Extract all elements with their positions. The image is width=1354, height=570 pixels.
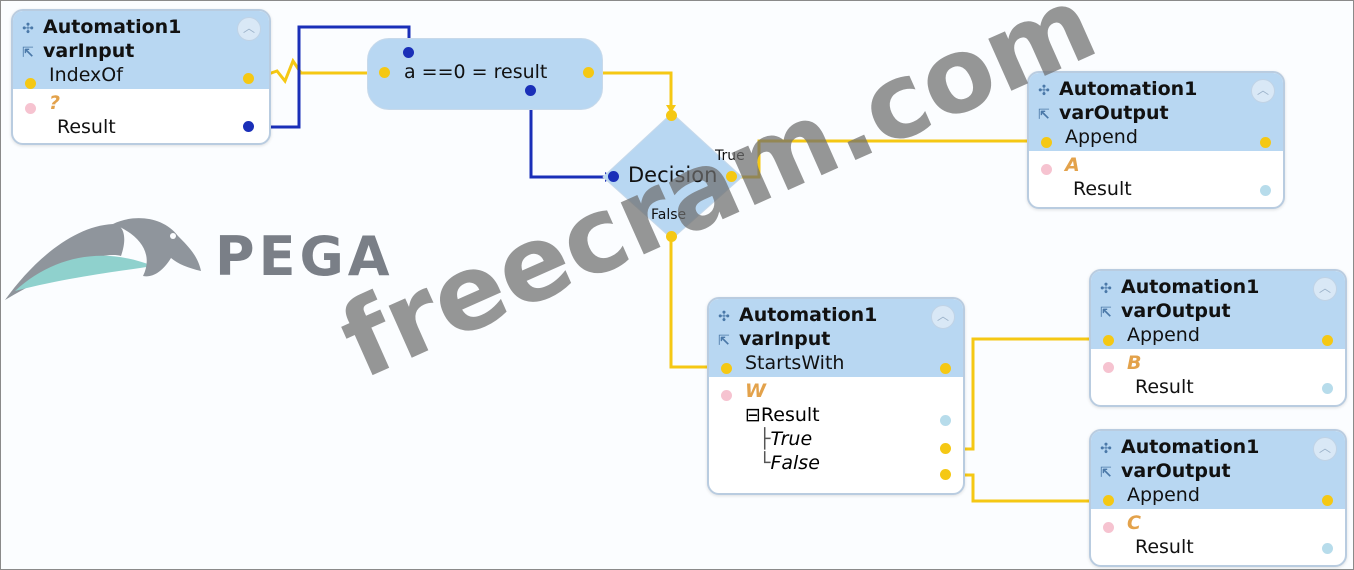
port-expr-in[interactable] xyxy=(379,67,390,78)
node-object: varInput xyxy=(739,328,831,350)
node-varoutput-append-c[interactable]: ✣Automation1 ⇱varOutput Append C Result … xyxy=(1089,429,1347,567)
link-expr-result-to-decision xyxy=(529,91,613,179)
automation-icon: ✣ xyxy=(718,309,730,325)
port-expr-out[interactable] xyxy=(583,67,594,78)
link-false-to-startswith xyxy=(669,237,723,369)
node-method: Append xyxy=(1127,484,1200,506)
chevron-up-icon[interactable]: ︿ xyxy=(237,17,261,41)
port-param-in[interactable] xyxy=(1103,522,1114,533)
node-varoutput-append-a[interactable]: ✣Automation1 ⇱varOutput Append A Result … xyxy=(1027,71,1285,209)
link-falseout-to-output-c xyxy=(945,473,1101,503)
node-object: varOutput xyxy=(1121,460,1231,482)
node-varinput-indexof[interactable]: ✣Automation1 ⇱varInput IndexOf ? Result … xyxy=(11,9,271,145)
port-method-out[interactable] xyxy=(243,73,254,84)
port-decision-in[interactable] xyxy=(666,110,677,121)
link-true-to-output-a xyxy=(731,139,1041,179)
port-method-out[interactable] xyxy=(1322,495,1333,506)
port-method-in[interactable] xyxy=(1041,137,1052,148)
port-method-in[interactable] xyxy=(1103,495,1114,506)
port-method-out[interactable] xyxy=(940,363,951,374)
port-param-in[interactable] xyxy=(25,103,36,114)
chevron-up-icon[interactable]: ︿ xyxy=(1251,79,1275,103)
decision-label: Decision xyxy=(628,163,718,187)
port-param-in[interactable] xyxy=(1103,362,1114,373)
node-object: varOutput xyxy=(1059,102,1169,124)
port-method-in[interactable] xyxy=(721,363,732,374)
result-label: Result xyxy=(1135,536,1194,558)
port-decision-true[interactable] xyxy=(726,171,737,182)
link-trueout-to-output-b xyxy=(945,337,1101,451)
port-false-out[interactable] xyxy=(940,469,951,480)
node-varoutput-append-b[interactable]: ✣Automation1 ⇱varOutput Append B Result … xyxy=(1089,269,1347,407)
port-expr-a-in[interactable] xyxy=(403,47,414,58)
node-method: Append xyxy=(1065,126,1138,148)
expression-text: a ==0 = result xyxy=(404,61,548,83)
port-decision-condition[interactable] xyxy=(608,171,619,182)
variable-icon: ⇱ xyxy=(1038,107,1050,123)
port-expr-result-out[interactable] xyxy=(525,85,536,96)
param-value[interactable]: ? xyxy=(49,92,61,114)
variable-icon: ⇱ xyxy=(22,45,34,61)
port-result-out[interactable] xyxy=(940,415,951,426)
node-title: Automation1 xyxy=(43,16,182,38)
port-result-out[interactable] xyxy=(1322,383,1333,394)
pega-logo-icon xyxy=(5,218,201,300)
port-method-out[interactable] xyxy=(1260,137,1271,148)
result-true-label: True xyxy=(770,428,813,450)
port-param-in[interactable] xyxy=(1041,164,1052,175)
pega-logo-text: PEGA xyxy=(215,225,394,288)
port-param-in[interactable] xyxy=(721,390,732,401)
param-value[interactable]: A xyxy=(1065,154,1080,176)
link-expr-to-decision xyxy=(589,71,673,113)
expression-node[interactable]: a ==0 = result xyxy=(367,38,603,110)
chevron-up-icon[interactable]: ︿ xyxy=(1313,437,1337,461)
expand-collapse-icon[interactable]: ⊟ xyxy=(745,404,761,426)
node-method: IndexOf xyxy=(49,64,123,86)
port-result-out[interactable] xyxy=(1260,185,1271,196)
port-result-out[interactable] xyxy=(1322,543,1333,554)
param-value[interactable]: C xyxy=(1127,512,1141,534)
node-object: varInput xyxy=(43,40,135,62)
chevron-up-icon[interactable]: ︿ xyxy=(931,305,955,329)
param-value[interactable]: B xyxy=(1127,352,1142,374)
link-expr-to-indexof xyxy=(256,57,385,84)
port-true-out[interactable] xyxy=(940,443,951,454)
automation-icon: ✣ xyxy=(1038,83,1050,99)
node-title: Automation1 xyxy=(1121,276,1260,298)
node-title: Automation1 xyxy=(1121,436,1260,458)
node-method: StartsWith xyxy=(745,352,845,374)
port-decision-false[interactable] xyxy=(666,231,677,242)
node-title: Automation1 xyxy=(1059,78,1198,100)
result-label: Result xyxy=(57,116,116,138)
port-result-out[interactable] xyxy=(243,121,254,132)
port-method-in[interactable] xyxy=(1103,335,1114,346)
decision-true-label: True xyxy=(715,148,745,164)
automation-icon: ✣ xyxy=(22,21,34,37)
variable-icon: ⇱ xyxy=(1100,305,1112,321)
automation-icon: ✣ xyxy=(1100,441,1112,457)
result-label: Result xyxy=(1135,376,1194,398)
port-method-in[interactable] xyxy=(25,78,36,89)
variable-icon: ⇱ xyxy=(1100,465,1112,481)
chevron-up-icon[interactable]: ︿ xyxy=(1313,277,1337,301)
node-varinput-startswith[interactable]: ✣ Automation1 ⇱ varInput StartsWith W ⊟Res… xyxy=(707,297,965,495)
node-method: Append xyxy=(1127,324,1200,346)
node-title: Automation1 xyxy=(739,304,878,326)
link-result-to-expr xyxy=(249,25,411,129)
decision-false-label: False xyxy=(651,207,687,223)
port-method-out[interactable] xyxy=(1322,335,1333,346)
node-object: varOutput xyxy=(1121,300,1231,322)
variable-icon: ⇱ xyxy=(718,333,730,349)
result-false-label: False xyxy=(770,452,820,474)
result-label: Result xyxy=(760,404,820,426)
result-label: Result xyxy=(1073,178,1132,200)
param-value[interactable]: W xyxy=(745,380,766,402)
automation-icon: ✣ xyxy=(1100,281,1112,297)
